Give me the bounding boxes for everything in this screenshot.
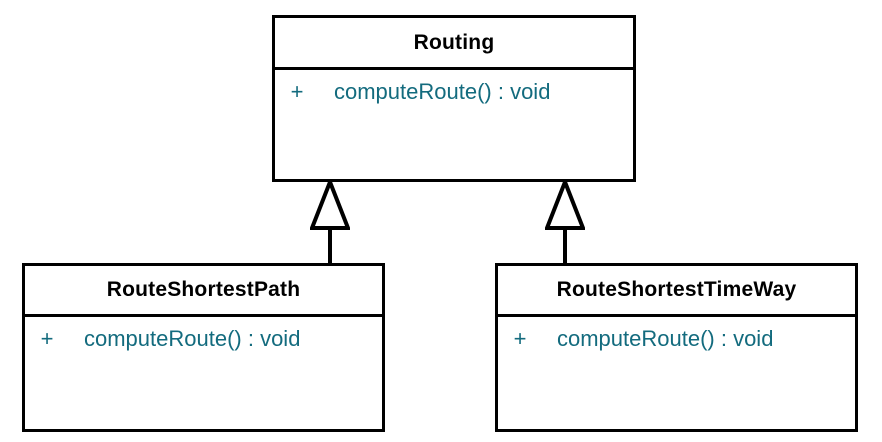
uml-class-header-route-shortest-path: RouteShortestPath [25, 266, 382, 317]
uml-class-members-route-shortest-path: + computeRoute() : void [25, 317, 382, 429]
uml-class-name-routing: Routing [413, 30, 495, 54]
generalization-connector-route-shortest-path[interactable] [310, 179, 350, 265]
uml-member-row[interactable]: + computeRoute() : void [498, 326, 855, 352]
generalization-connector-route-shortest-time-way[interactable] [545, 179, 585, 265]
uml-class-routing[interactable]: Routing + computeRoute() : void [272, 15, 636, 182]
uml-member-signature: computeRoute() : void [84, 326, 301, 351]
uml-class-name-route-shortest-time-way: RouteShortestTimeWay [556, 278, 797, 301]
generalization-arrow-icon [310, 179, 350, 265]
uml-class-members-route-shortest-time-way: + computeRoute() : void [498, 317, 855, 429]
uml-member-signature: computeRoute() : void [334, 79, 551, 104]
uml-member-visibility: + [40, 326, 54, 351]
uml-class-name-route-shortest-path: RouteShortestPath [106, 278, 301, 301]
uml-member-row[interactable]: + computeRoute() : void [275, 79, 633, 105]
uml-member-signature: computeRoute() : void [557, 326, 774, 351]
uml-class-route-shortest-path[interactable]: RouteShortestPath + computeRoute() : voi… [22, 263, 385, 432]
generalization-arrow-icon [545, 179, 585, 265]
uml-member-row[interactable]: + computeRoute() : void [25, 326, 382, 352]
uml-class-header-route-shortest-time-way: RouteShortestTimeWay [498, 266, 855, 317]
uml-member-visibility: + [290, 79, 304, 104]
uml-class-header-routing: Routing [275, 18, 633, 70]
uml-member-visibility: + [513, 326, 527, 351]
uml-class-members-routing: + computeRoute() : void [275, 70, 633, 179]
uml-class-route-shortest-time-way[interactable]: RouteShortestTimeWay + computeRoute() : … [495, 263, 858, 432]
